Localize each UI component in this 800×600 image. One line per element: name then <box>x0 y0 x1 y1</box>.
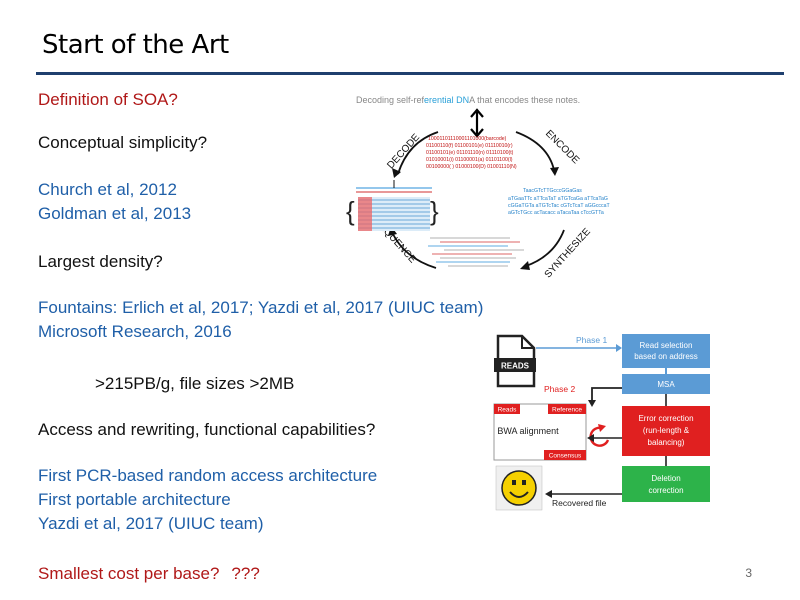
recovered-file-text: Recovered file <box>552 498 607 508</box>
sequence-block: TaacGTcTTGcccGGaGas aTGaaTTc aTTcaTaT aT… <box>508 188 610 216</box>
read-selection-text-1: Read selection <box>640 341 693 350</box>
svg-text:01100101(e) 01101110(n) 011101: 01100101(e) 01101110(n) 01110100(t) <box>426 150 514 156</box>
error-text-1: Error correction <box>638 414 693 423</box>
msa-text: MSA <box>657 380 675 389</box>
line-pcr: First PCR-based random access architectu… <box>38 466 378 485</box>
svg-text:aGTcTGcc acTacacc aTacaTaa cTc: aGTcTGcc acTacacc aTacaTaa cTccGTTa <box>508 210 604 216</box>
line-cost: Smallest cost per base???? <box>38 564 260 584</box>
cost-text: Smallest cost per base? <box>38 564 220 583</box>
line-access: Access and rewriting, functional capabil… <box>38 420 376 439</box>
line-microsoft: Microsoft Research, 2016 <box>38 322 232 341</box>
line-fountains: Fountains: Erlich et al, 2017; Yazdi et … <box>38 298 484 317</box>
fig1-caption: Decoding self-referential DNA that encod… <box>356 95 580 105</box>
label-encode: ENCODE <box>543 128 581 166</box>
left-brace: { <box>346 196 355 226</box>
bwa-text: BWA alignment <box>497 426 559 436</box>
line-portable: First portable architecture <box>38 490 231 509</box>
deletion-correction-box <box>622 466 710 502</box>
line-yazdi: Yazdi et al, 2017 (UIUC team) <box>38 514 264 533</box>
svg-text:10001101110001101000(barcode): 10001101110001101000(barcode) <box>428 136 507 142</box>
phase1-label: Phase 1 <box>576 335 607 345</box>
smiley-icon <box>495 465 543 511</box>
title-divider <box>36 72 784 75</box>
svg-text:cGGaTGTa aTGTcTac cGTcTcaT aGG: cGGaTGTa aTGTcTac cGTcTcaT aGGcccaT <box>508 203 610 209</box>
error-text-3: balancing) <box>648 438 685 447</box>
line-goldman: Goldman et al, 2013 <box>38 204 192 223</box>
line-simplicity: Conceptual simplicity? <box>38 133 208 152</box>
svg-text:aTGaaTTc aTTcaTaT aTGTcaGa aTT: aTGaaTTc aTTcaTaT aTGTcaGa aTTcaTaG <box>508 196 608 202</box>
double-arrow-icon <box>470 108 484 138</box>
oligo-pool <box>428 237 524 267</box>
error-correction-box <box>622 406 710 456</box>
reference-tag: Reference <box>552 407 582 414</box>
svg-text:00100000( ) 01000100(D) 010011: 00100000( ) 01000100(D) 01001110(N) <box>426 164 517 170</box>
read-selection-text-2: based on address <box>634 352 698 361</box>
msa-box <box>622 374 710 394</box>
refresh-icon <box>589 424 610 447</box>
consensus-tag: Consensus <box>549 453 582 460</box>
line-pbg: >215PB/g, file sizes >2MB <box>95 374 295 393</box>
label-decode: DECODE <box>385 132 422 171</box>
deletion-text-2: correction <box>648 486 683 495</box>
page-number: 3 <box>745 566 752 580</box>
svg-text:TaacGTcTTGcccGGaGas: TaacGTcTTGcccGGaGas <box>523 188 582 194</box>
processing-flow-figure: READS Phase 1 Read selection based on ad… <box>493 334 710 511</box>
right-brace: } <box>430 196 439 226</box>
phase2-label: Phase 2 <box>544 384 575 394</box>
binary-block: 10001101110001101000(barcode) 01100110(f… <box>426 136 517 170</box>
deletion-text-1: Deletion <box>651 474 680 483</box>
read-selection-box <box>622 334 710 368</box>
line-church: Church et al, 2012 <box>38 180 177 199</box>
error-text-2: (run-length & <box>643 426 690 435</box>
label-synthesize: SYNTHESIZE <box>543 226 593 280</box>
cost-qmarks: ??? <box>231 564 260 583</box>
svg-text:READS: READS <box>501 362 530 371</box>
line-density: Largest density? <box>38 252 163 271</box>
svg-text:01010001(i) 01100001(a) 011011: 01010001(i) 01100001(a) 01101100(l) <box>426 157 513 163</box>
line-soa: Definition of SOA? <box>38 90 178 109</box>
dna-storage-cycle-figure: Decoding self-referential DNA that encod… <box>346 95 610 280</box>
cycle-arrows <box>391 131 565 269</box>
page-title: Start of the Art <box>42 30 229 60</box>
aligned-reads-stack: { } <box>346 180 439 231</box>
svg-text:01100110(f) 01100101(e) 011100: 01100110(f) 01100101(e) 01110010(r) <box>426 143 513 149</box>
reads-file-icon: READS <box>494 334 536 388</box>
reads-tag: Reads <box>498 407 518 414</box>
